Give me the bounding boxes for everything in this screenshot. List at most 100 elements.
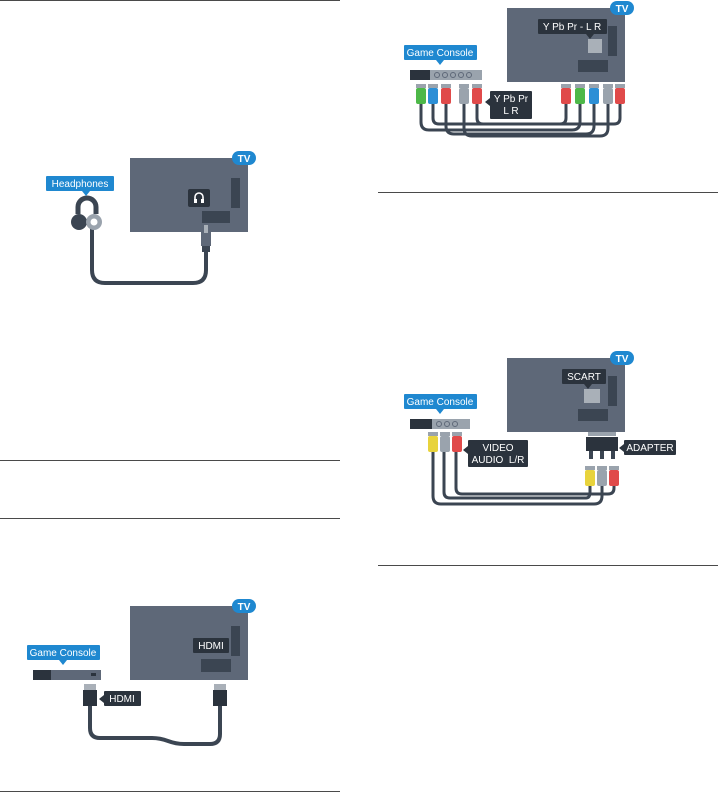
tv-badge bbox=[610, 351, 634, 365]
audio-plug bbox=[201, 232, 211, 246]
device-label-pointer bbox=[436, 60, 444, 65]
device-label: Game Console bbox=[407, 48, 474, 59]
tv-stand-slot bbox=[231, 626, 240, 656]
composite-cable bbox=[431, 452, 604, 506]
component-cable bbox=[475, 104, 622, 126]
adapter-label-box bbox=[624, 440, 676, 455]
cable-label-box bbox=[490, 91, 532, 119]
tv-port-label-box bbox=[562, 369, 606, 384]
scart-diagram: SCART TV Game Console ADAPTER bbox=[404, 351, 676, 506]
hdmi-plug-right bbox=[214, 684, 226, 690]
hdmi-cable bbox=[88, 706, 222, 746]
rca-plug-group-left bbox=[416, 84, 482, 104]
tv-port-label: Y Pb Pr - L R bbox=[543, 22, 601, 33]
component-cable bbox=[462, 104, 610, 138]
console-jack bbox=[434, 72, 440, 78]
tv-badge-text: TV bbox=[238, 154, 251, 165]
tv-stand-slot bbox=[608, 26, 617, 56]
component-cable bbox=[444, 104, 596, 136]
device-label-bubble bbox=[404, 45, 477, 60]
adapter-stub bbox=[611, 451, 615, 459]
adapter-stub bbox=[600, 451, 604, 459]
device-label-bubble bbox=[27, 645, 100, 660]
console-jack bbox=[452, 421, 458, 427]
device-label-bubble bbox=[46, 176, 114, 191]
cable-label-box bbox=[104, 691, 141, 706]
tv-port-box bbox=[188, 189, 210, 207]
device-label-pointer bbox=[82, 191, 90, 196]
device-label-bubble bbox=[404, 394, 477, 409]
cable-label-line1: Y Pb Pr bbox=[494, 94, 529, 105]
console-jack bbox=[458, 72, 464, 78]
tv-port-panel bbox=[578, 60, 608, 72]
tv-port-label: HDMI bbox=[198, 641, 224, 652]
device-label-pointer bbox=[59, 660, 67, 665]
cable-label-pointer bbox=[99, 695, 104, 703]
cable-label-line2: L R bbox=[503, 106, 518, 117]
tv-badge bbox=[232, 599, 256, 613]
separator-rule bbox=[0, 460, 340, 461]
cable-label-line2: AUDIO L/R bbox=[472, 455, 525, 466]
separator-rule bbox=[0, 518, 340, 519]
console-body bbox=[33, 670, 101, 680]
cable-label: HDMI bbox=[109, 694, 135, 705]
tv-port-label-box bbox=[193, 638, 229, 653]
tv-badge bbox=[610, 1, 634, 15]
tv-badge bbox=[232, 151, 256, 165]
console-jack bbox=[450, 72, 456, 78]
tv-port-label-pointer bbox=[584, 384, 592, 389]
scart-adapter-connector bbox=[588, 432, 616, 436]
scart-adapter-body bbox=[586, 437, 618, 451]
tv-port-panel bbox=[201, 659, 231, 672]
cable-label-pointer bbox=[463, 446, 468, 454]
rca-plug-group-left bbox=[428, 432, 462, 452]
tv-port-label: SCART bbox=[567, 372, 601, 383]
tv-port-panel bbox=[578, 409, 608, 421]
device-label: Headphones bbox=[52, 179, 109, 190]
console-jack bbox=[466, 72, 472, 78]
headphone-jack-icon bbox=[194, 192, 204, 203]
audio-plug-neck bbox=[202, 246, 210, 252]
console-body bbox=[410, 419, 470, 429]
cable-label-line1: VIDEO bbox=[482, 443, 513, 454]
console-port bbox=[91, 673, 96, 676]
console-front bbox=[33, 670, 51, 680]
device-label: Game Console bbox=[407, 397, 474, 408]
audio-cable bbox=[90, 220, 208, 285]
hdmi-diagram: HDMI TV Game Console HDMI bbox=[27, 599, 256, 746]
separator-rule bbox=[378, 192, 718, 193]
hdmi-plug-left-body bbox=[83, 690, 97, 706]
tv-badge-text: TV bbox=[616, 4, 629, 15]
hdmi-plug-right-body bbox=[213, 690, 227, 706]
composite-cable bbox=[454, 452, 616, 496]
console-body bbox=[410, 70, 482, 80]
tv-port-panel bbox=[202, 211, 230, 223]
tv-port-block bbox=[588, 39, 602, 53]
device-label-pointer bbox=[436, 409, 444, 414]
tv-port-label-box bbox=[538, 19, 607, 34]
rca-plug-group-right bbox=[585, 466, 619, 486]
tv-stand-slot bbox=[231, 178, 240, 208]
console-jack bbox=[436, 421, 442, 427]
console-front bbox=[410, 419, 432, 429]
console-jack bbox=[444, 421, 450, 427]
tv-stand-slot bbox=[608, 376, 617, 406]
cable-label-box bbox=[468, 440, 528, 467]
headphones-icon bbox=[71, 195, 102, 230]
tv-port-label-pointer bbox=[586, 34, 594, 39]
console-jack bbox=[442, 72, 448, 78]
tv-badge-text: TV bbox=[238, 602, 251, 613]
hdmi-plug-left bbox=[84, 684, 96, 690]
component-diagram: Y Pb Pr - L R TV Game Console bbox=[404, 1, 634, 138]
separator-rule bbox=[0, 0, 340, 1]
console-front bbox=[410, 70, 430, 80]
headphones-diagram: TV Headphones bbox=[46, 151, 256, 285]
device-label: Game Console bbox=[30, 648, 97, 659]
rca-plug-group-right bbox=[561, 84, 625, 104]
separator-rule bbox=[0, 791, 340, 792]
adapter-label-pointer bbox=[619, 444, 624, 452]
tv-port-block bbox=[584, 389, 600, 403]
tv-badge-text: TV bbox=[616, 354, 629, 365]
adapter-label: ADAPTER bbox=[626, 443, 673, 454]
